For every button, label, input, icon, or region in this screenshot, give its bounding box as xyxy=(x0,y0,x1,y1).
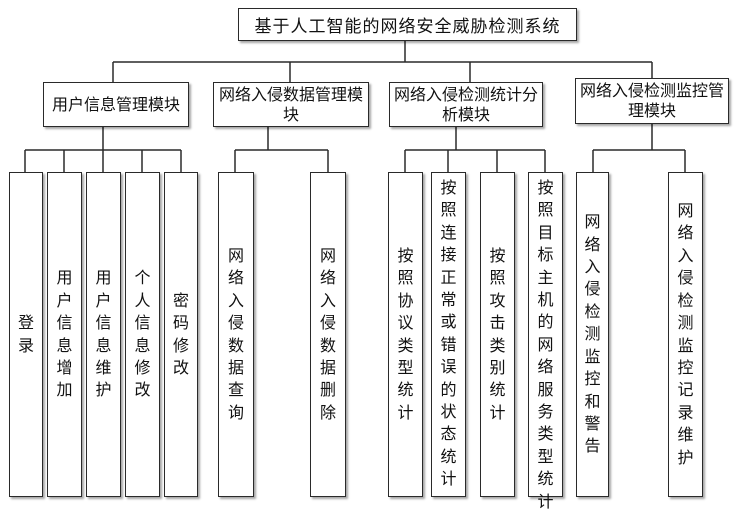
leaf-password-change: 密码修改 xyxy=(164,172,198,497)
leaf-intrusion-data-query: 网络入侵数据查询 xyxy=(218,172,254,497)
leaf-label: 登录 xyxy=(17,313,34,355)
leaf-stats-by-connection-status: 按照连接正常或错误的状态统计 xyxy=(431,172,466,497)
module-label: 网络入侵数据管理模块 xyxy=(218,84,363,124)
leaf-user-info-add: 用户信息增加 xyxy=(47,172,82,497)
leaf-label: 用户信息维护 xyxy=(95,268,112,400)
leaf-label: 网络入侵检测监控记录维护 xyxy=(677,201,694,467)
leaf-label: 按照攻击类别统计 xyxy=(489,245,506,422)
leaf-label: 网络入侵数据删除 xyxy=(319,245,336,422)
leaf-label: 网络入侵数据查询 xyxy=(227,245,244,422)
module-user-info-management: 用户信息管理模块 xyxy=(43,82,189,127)
module-label: 网络入侵检测监控管理模块 xyxy=(580,81,725,120)
leaf-label: 用户信息增加 xyxy=(56,268,73,400)
leaf-stats-by-target-service: 按照目标主机的网络服务类型统计 xyxy=(528,172,563,511)
leaf-label: 个人信息修改 xyxy=(134,268,151,400)
root-node: 基于人工智能的网络安全威胁检测系统 xyxy=(238,8,577,41)
module-label: 用户信息管理模块 xyxy=(51,94,180,114)
leaf-label: 按照目标主机的网络服务类型统计 xyxy=(537,178,554,511)
leaf-intrusion-data-delete: 网络入侵数据删除 xyxy=(310,172,346,497)
leaf-label: 网络入侵检测监控和警告 xyxy=(584,212,601,456)
module-intrusion-statistics-analysis: 网络入侵检测统计分析模块 xyxy=(389,82,543,127)
leaf-label: 按照协议类型统计 xyxy=(397,245,414,422)
root-title: 基于人工智能的网络安全威胁检测系统 xyxy=(254,17,561,37)
module-intrusion-data-management: 网络入侵数据管理模块 xyxy=(213,82,369,127)
leaf-stats-by-attack-category: 按照攻击类别统计 xyxy=(480,172,515,497)
leaf-monitoring-record-maintain: 网络入侵检测监控记录维护 xyxy=(668,172,703,497)
module-intrusion-monitoring-management: 网络入侵检测监控管理模块 xyxy=(575,78,729,124)
leaf-stats-by-protocol: 按照协议类型统计 xyxy=(388,172,423,497)
leaf-user-info-maintain: 用户信息维护 xyxy=(86,172,121,497)
leaf-label: 按照连接正常或错误的状态统计 xyxy=(440,178,457,489)
leaf-login: 登录 xyxy=(9,172,43,497)
leaf-personal-info-edit: 个人信息修改 xyxy=(125,172,160,497)
leaf-label: 密码修改 xyxy=(172,290,189,377)
module-label: 网络入侵检测统计分析模块 xyxy=(394,84,539,124)
leaf-monitoring-and-alert: 网络入侵检测监控和警告 xyxy=(576,172,609,497)
